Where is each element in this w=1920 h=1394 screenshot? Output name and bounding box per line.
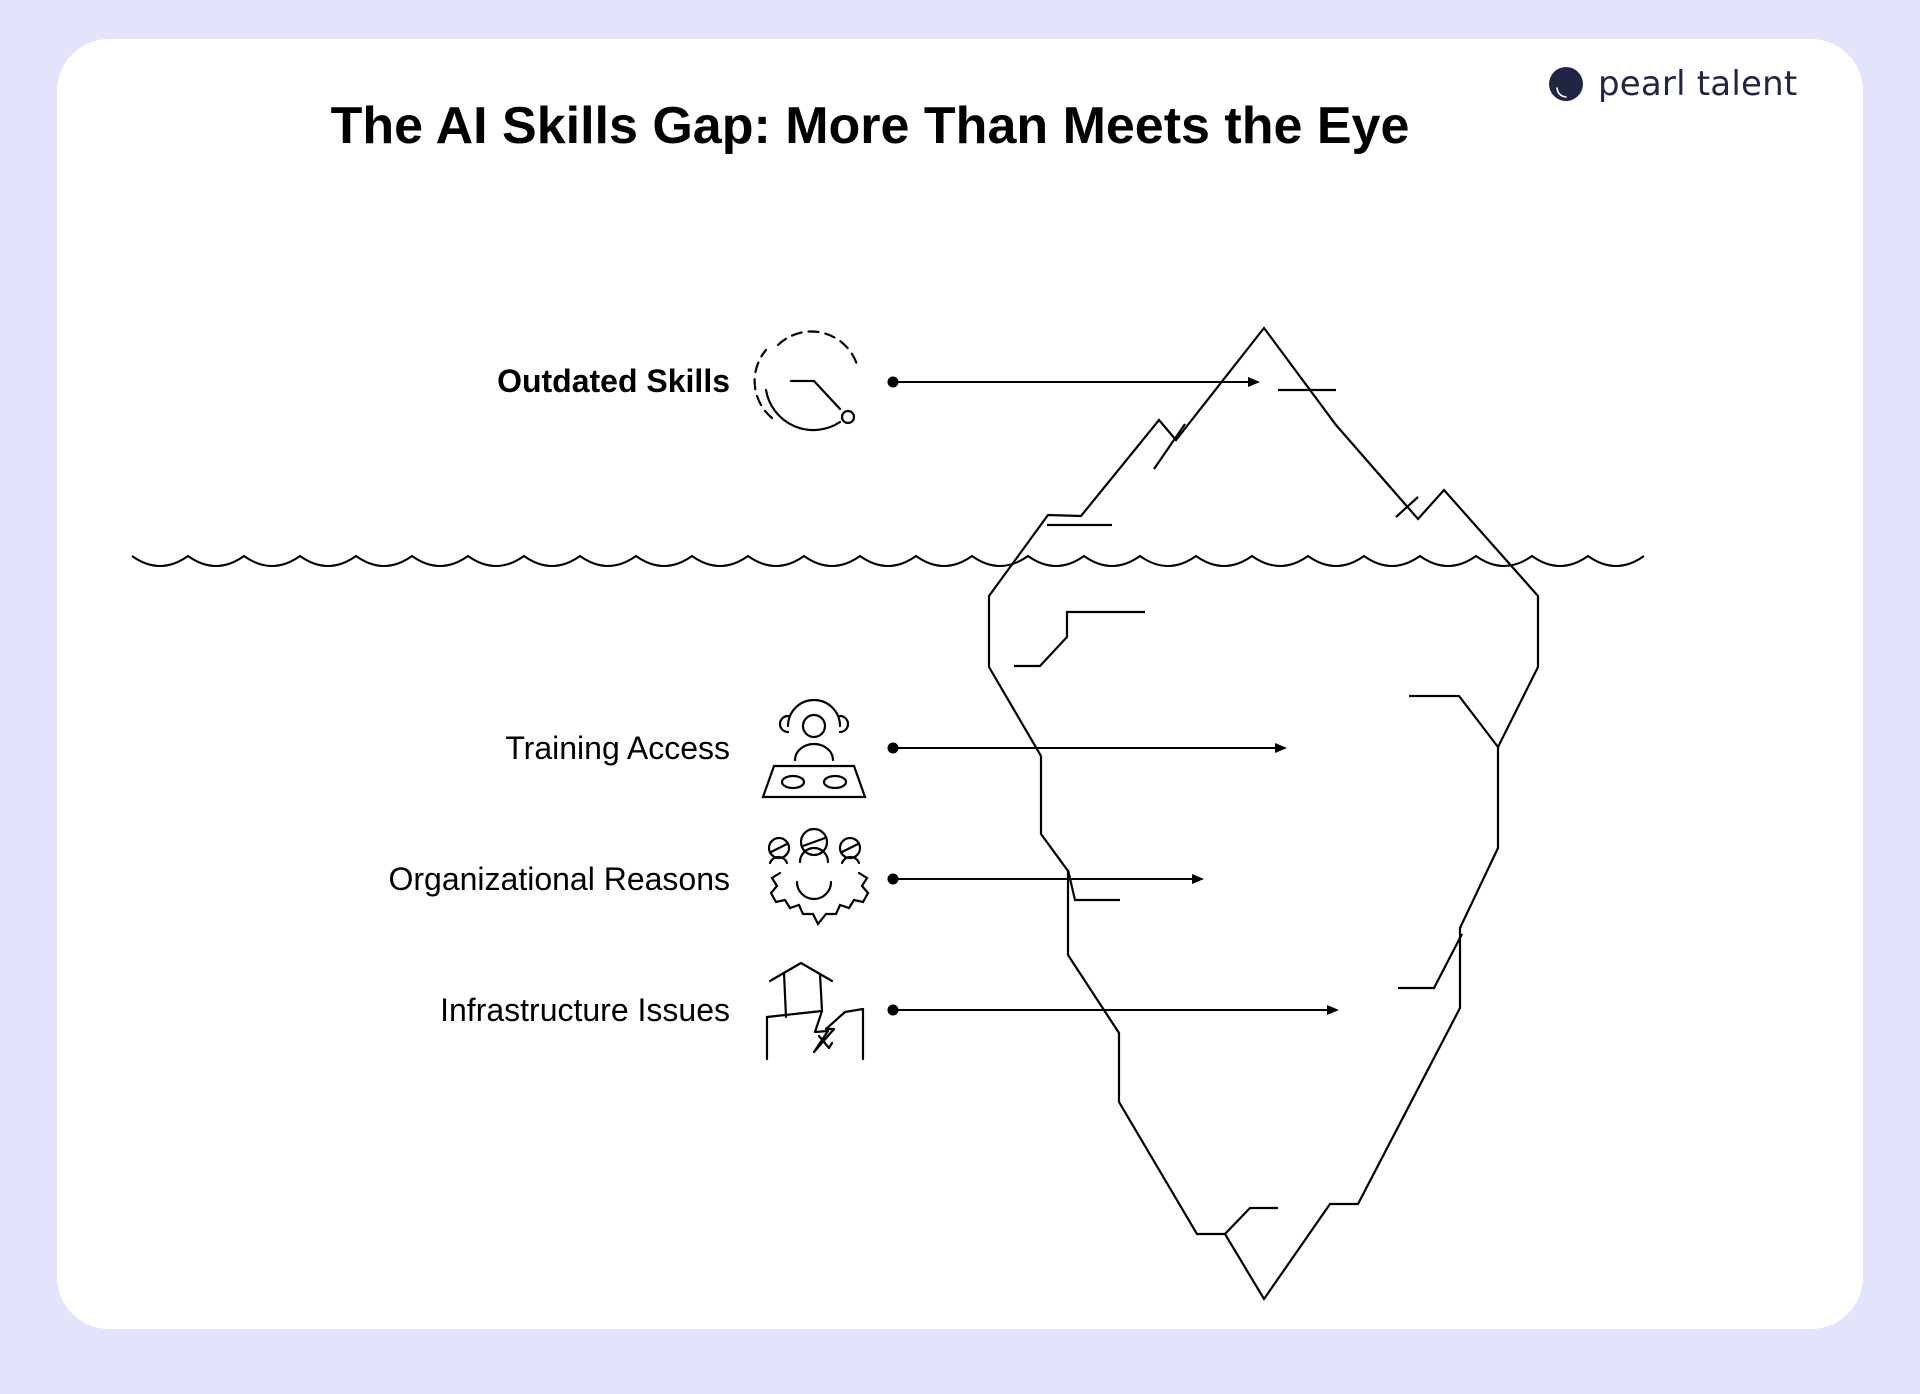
arrow-organizational-reasons <box>888 874 1203 885</box>
item-label-training-access: Training Access <box>505 730 730 766</box>
item-label-outdated-skills: Outdated Skills <box>497 363 730 399</box>
arrow-outdated-skills <box>888 377 1259 388</box>
item-label-infrastructure-issues: Infrastructure Issues <box>440 992 730 1028</box>
iceberg <box>989 328 1538 1299</box>
clock-decline-icon <box>755 331 858 430</box>
broken-building-icon <box>767 963 863 1059</box>
arrow-infrastructure-issues <box>888 1005 1338 1016</box>
person-at-desk-icon <box>763 700 865 797</box>
water-line <box>132 556 1644 566</box>
item-label-organizational-reasons: Organizational Reasons <box>388 861 730 897</box>
team-gear-icon <box>769 829 868 924</box>
arrow-training-access <box>888 743 1286 754</box>
